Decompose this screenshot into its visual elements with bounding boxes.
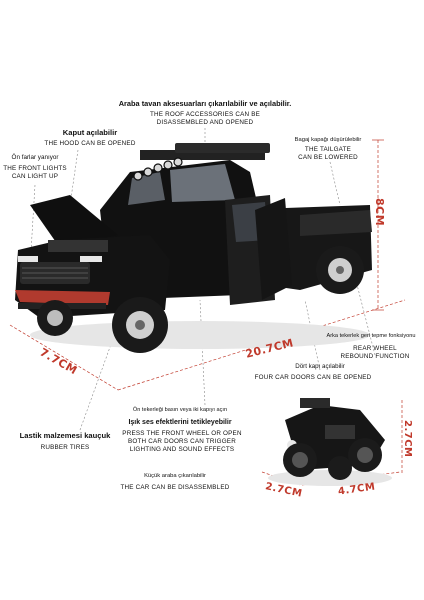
press-label-tr: Ön tekerleği basın veya iki kapıyı açın xyxy=(132,407,228,413)
tailgate-label-tr: Bagaj kapağı düşürülebilir xyxy=(294,137,362,143)
pickup-truck-model xyxy=(15,143,372,353)
sound-label-tr: Işık ses efektlerini tetikleyebilir xyxy=(128,419,232,426)
rear-wheel-label-en-1: REAR WHEEL xyxy=(353,345,397,352)
small-car-label-tr: Küçük araba çıkarılabilir xyxy=(144,473,206,479)
lights-label-en-1: THE FRONT LIGHTS xyxy=(3,165,67,172)
lights-label-en-2: CAN LIGHT UP xyxy=(11,173,59,180)
roof-label-en-2: DISASSEMBLED AND OPENED xyxy=(156,119,254,126)
doors-label-tr: Dört kapı açılabilir xyxy=(295,363,345,370)
rear-wheel-label-en-2: REBOUND FUNCTION xyxy=(340,353,410,360)
sound-label-en-1: PRESS THE FRONT WHEEL OR OPEN xyxy=(122,430,242,437)
roof-label-en-1: THE ROOF ACCESSORIES CAN BE xyxy=(149,111,261,118)
tailgate-label-en-1: THE TAILGATE xyxy=(304,146,352,153)
rear-wheel-label-tr: Arka tekerlek geri tepme fonksiyonu xyxy=(326,333,416,339)
tailgate-label-en-2: CAN BE LOWERED xyxy=(298,154,358,161)
hood-label-en: THE HOOD CAN BE OPENED xyxy=(44,140,136,147)
tires-label-en: RUBBER TIRES xyxy=(40,444,90,451)
small-car-label-en: THE CAR CAN BE DISASSEMBLED xyxy=(120,484,230,491)
sound-label-en-2: BOTH CAR DOORS CAN TRIGGER xyxy=(128,438,236,445)
roof-label-tr: Araba tavan aksesuarları çıkarılabilir v… xyxy=(118,99,292,108)
hood-label-tr: Kaput açılabilir xyxy=(62,128,118,137)
lights-label-tr: Ön farlar yanıyor xyxy=(11,154,59,161)
height-dimension: 8CM xyxy=(373,198,386,227)
doors-label-en: FOUR CAR DOORS CAN BE OPENED xyxy=(254,374,372,381)
atv-height-dimension: 2.7CM xyxy=(402,420,413,458)
tires-label-tr: Lastik malzemesi kauçuk xyxy=(19,431,111,440)
atv-model xyxy=(268,398,392,486)
sound-label-en-3: LIGHTING AND SOUND EFFECTS xyxy=(129,446,235,453)
